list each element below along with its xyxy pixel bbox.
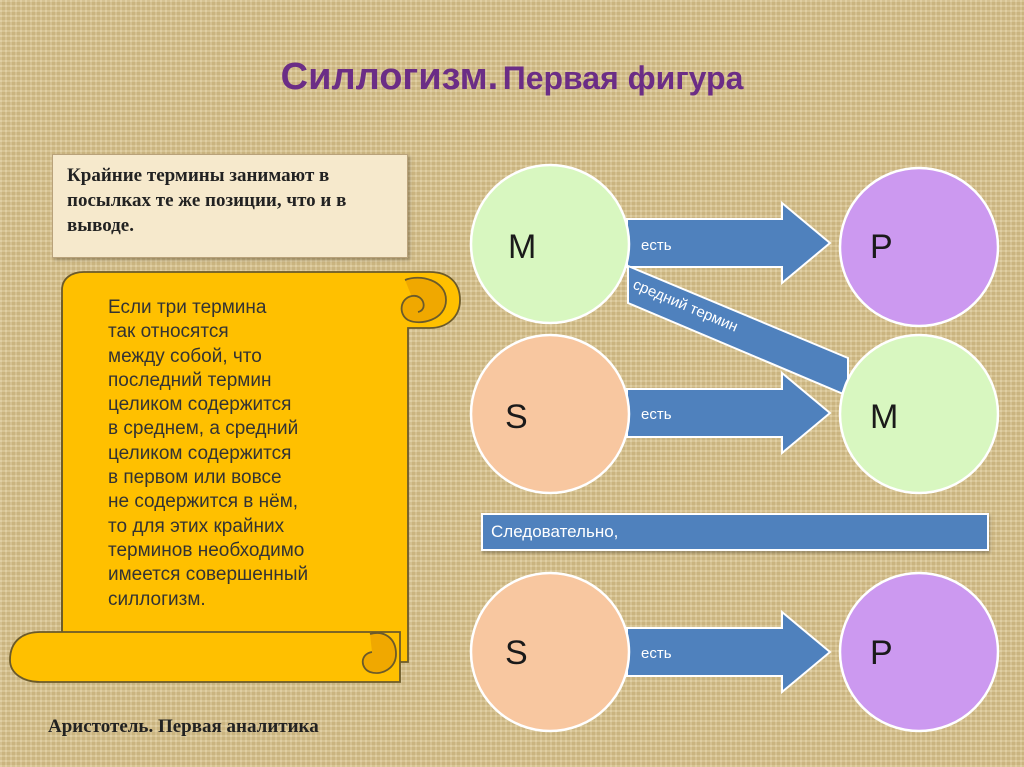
circle-p-conclusion xyxy=(838,571,1000,733)
scroll-text: Если три термина так относятся между соб… xyxy=(108,297,309,610)
scroll-shape xyxy=(9,271,461,683)
circle-m-premise2 xyxy=(838,333,1000,495)
letter-m-premise2: M xyxy=(870,398,898,436)
letter-p-conclusion: P xyxy=(870,634,893,672)
circle-m-premise1 xyxy=(469,163,631,325)
therefore-bar: Следовательно, xyxy=(481,513,989,551)
arrow-s-m xyxy=(626,370,832,456)
source-caption: Аристотель. Первая аналитика xyxy=(48,716,319,737)
title-sub: Первая фигура xyxy=(502,60,744,96)
letter-p-premise1: P xyxy=(870,228,893,266)
circle-s-conclusion xyxy=(469,571,631,733)
arrow-label-premise1: есть xyxy=(641,237,672,254)
arrow-label-conclusion: есть xyxy=(641,645,672,662)
letter-s-premise2: S xyxy=(505,398,528,436)
arrow-s-p xyxy=(626,609,832,695)
note-text: Крайние термины занимают в посылках те ж… xyxy=(67,165,347,236)
note-box: Крайние термины занимают в посылках те ж… xyxy=(52,154,408,258)
circle-s-premise2 xyxy=(469,333,631,495)
arrow-m-p xyxy=(626,200,832,286)
circle-p-premise1 xyxy=(838,166,1000,328)
therefore-label: Следовательно, xyxy=(491,522,619,541)
page-title: Силлогизм. Первая фигура xyxy=(0,56,1024,99)
title-main: Силлогизм. xyxy=(280,56,499,98)
letter-s-conclusion: S xyxy=(505,634,528,672)
arrow-label-premise2: есть xyxy=(641,406,672,423)
letter-m-premise1: M xyxy=(508,228,536,266)
